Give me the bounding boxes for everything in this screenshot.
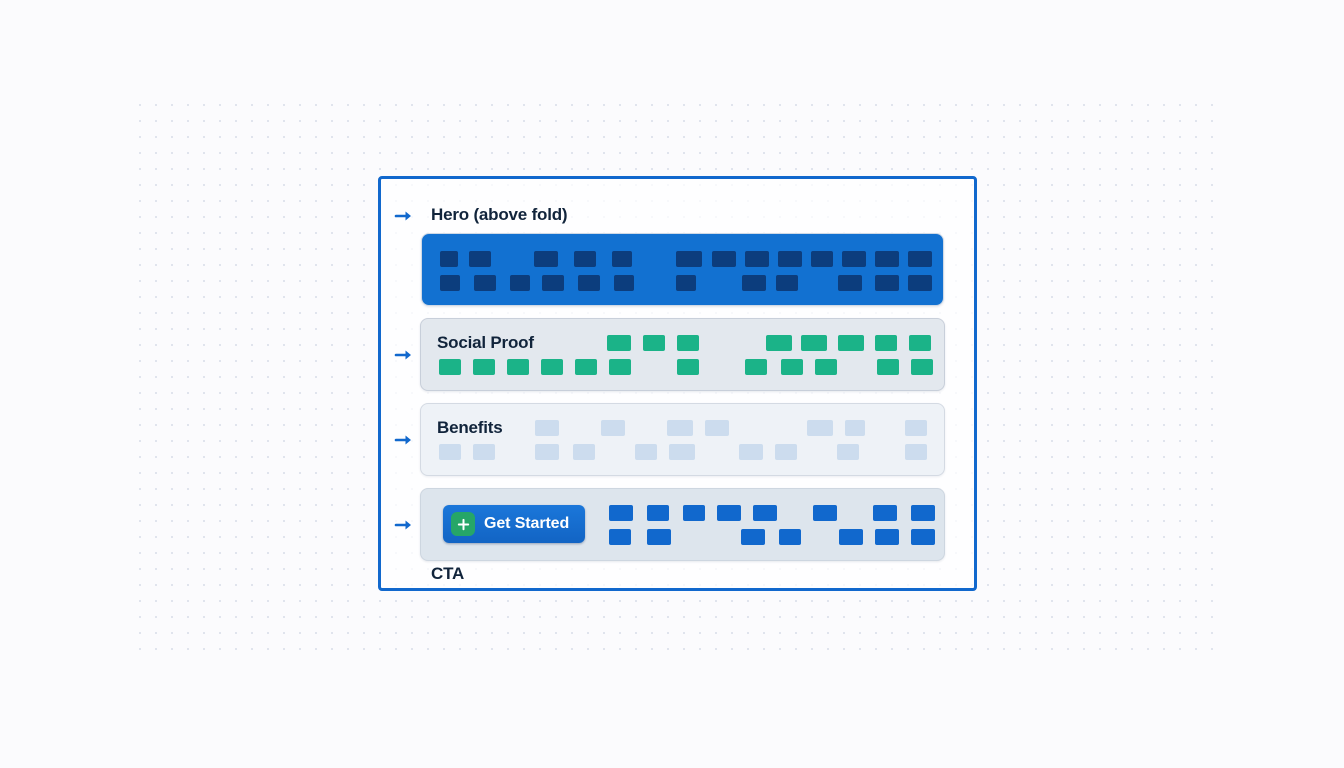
content-block	[741, 529, 765, 545]
content-block	[635, 444, 657, 460]
landing-page-wireframe-frame: Hero (above fold)	[378, 176, 977, 591]
content-block	[534, 251, 558, 267]
content-block	[473, 444, 495, 460]
content-block	[677, 359, 699, 375]
content-block	[607, 335, 631, 351]
content-block	[779, 529, 801, 545]
content-block	[838, 275, 862, 291]
cta-content-band: Get Started	[420, 488, 945, 561]
section-label-social-proof: Social Proof	[437, 333, 534, 352]
content-block	[911, 505, 935, 521]
content-block	[905, 444, 927, 460]
content-block	[776, 275, 798, 291]
content-block	[439, 359, 461, 375]
content-block	[609, 529, 631, 545]
content-block	[815, 359, 837, 375]
content-block	[535, 444, 559, 460]
content-block	[440, 275, 460, 291]
content-block	[440, 251, 458, 267]
content-block	[507, 359, 529, 375]
content-block	[647, 529, 671, 545]
arrow-right-icon	[393, 429, 415, 451]
content-block	[911, 529, 935, 545]
content-block	[609, 359, 631, 375]
content-block	[766, 335, 792, 351]
content-block	[717, 505, 741, 521]
hero-content-band	[421, 233, 944, 306]
content-block	[683, 505, 705, 521]
content-block	[542, 275, 564, 291]
content-block	[813, 505, 837, 521]
content-block	[739, 444, 763, 460]
get-started-button-label: Get Started	[484, 515, 570, 532]
content-block	[875, 251, 899, 267]
content-block	[614, 275, 634, 291]
content-block	[469, 251, 491, 267]
content-block	[745, 251, 769, 267]
content-block	[908, 251, 932, 267]
content-block	[811, 251, 833, 267]
content-block	[643, 335, 665, 351]
content-block	[676, 251, 702, 267]
content-block	[801, 335, 827, 351]
content-block	[807, 420, 833, 436]
get-started-button[interactable]: Get Started	[443, 505, 586, 543]
content-block	[839, 529, 863, 545]
content-block	[875, 529, 899, 545]
content-block	[845, 420, 865, 436]
arrow-right-icon	[393, 514, 415, 536]
content-block	[909, 335, 931, 351]
benefits-block-grid	[421, 404, 944, 475]
content-block	[877, 359, 899, 375]
plus-icon	[451, 512, 475, 536]
content-block	[911, 359, 933, 375]
content-block	[669, 444, 695, 460]
content-block	[667, 420, 693, 436]
content-block	[609, 505, 633, 521]
content-block	[778, 251, 802, 267]
content-block	[473, 359, 495, 375]
content-block	[612, 251, 632, 267]
section-label-cta: CTA	[431, 564, 465, 583]
content-block	[775, 444, 797, 460]
social-proof-block-grid	[421, 319, 944, 390]
benefits-content-band: Benefits	[420, 403, 945, 476]
content-block	[753, 505, 777, 521]
arrow-right-icon	[393, 205, 415, 227]
content-block	[745, 359, 767, 375]
content-block	[842, 251, 866, 267]
content-block	[905, 420, 927, 436]
content-block	[677, 335, 699, 351]
content-block	[838, 335, 864, 351]
content-block	[875, 335, 897, 351]
content-block	[742, 275, 766, 291]
content-block	[647, 505, 669, 521]
content-block	[601, 420, 625, 436]
content-block	[837, 444, 859, 460]
content-block	[705, 420, 729, 436]
social-proof-content-band: Social Proof	[420, 318, 945, 391]
content-block	[908, 275, 932, 291]
content-block	[676, 275, 696, 291]
content-block	[535, 420, 559, 436]
section-label-hero: Hero (above fold)	[431, 205, 568, 224]
content-block	[578, 275, 600, 291]
hero-block-grid	[422, 234, 943, 305]
content-block	[575, 359, 597, 375]
content-block	[781, 359, 803, 375]
section-label-benefits: Benefits	[437, 418, 503, 437]
content-block	[573, 444, 595, 460]
content-block	[541, 359, 563, 375]
content-block	[873, 505, 897, 521]
content-block	[712, 251, 736, 267]
arrow-right-icon	[393, 344, 415, 366]
content-block	[510, 275, 530, 291]
cta-block-grid	[421, 489, 944, 560]
content-block	[875, 275, 899, 291]
content-block	[474, 275, 496, 291]
content-block	[574, 251, 596, 267]
content-block	[439, 444, 461, 460]
